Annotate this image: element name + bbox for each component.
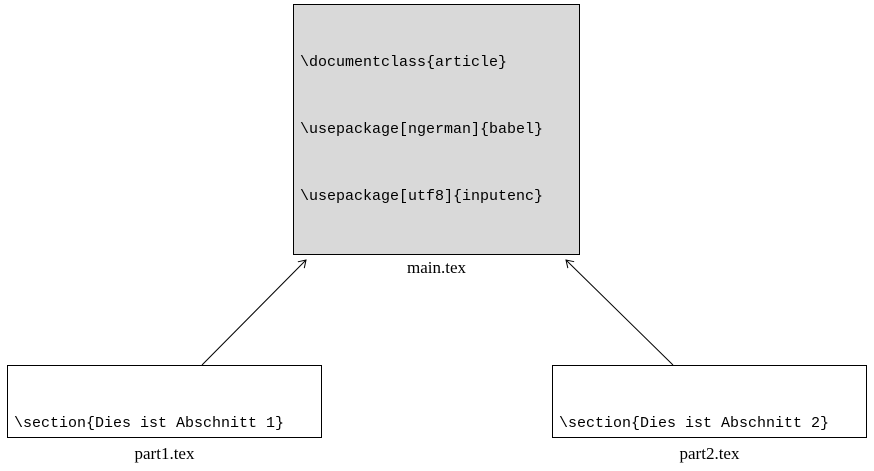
part1-tex-box: \section{Dies ist Abschnitt 1} Hier ein …	[7, 365, 322, 438]
arrow-part2-to-main	[565, 259, 674, 366]
code-line: \section{Dies ist Abschnitt 2}	[559, 415, 830, 432]
part2-tex-label: part2.tex	[679, 444, 740, 463]
main-tex-box: \documentclass{article} \usepackage[nger…	[293, 4, 580, 255]
main-tex-label: main.tex	[406, 258, 466, 277]
code-line: \documentclass{article}	[300, 53, 508, 71]
code-line: \section{Dies ist Abschnitt 1}	[14, 415, 285, 432]
arrow-part1-to-main	[201, 259, 307, 366]
code-line: \usepackage[utf8]{inputenc}	[300, 188, 544, 206]
part1-tex-label: part1.tex	[134, 444, 195, 463]
part2-tex-box: \section{Dies ist Abschnitt 2} Hier ein …	[552, 365, 867, 438]
code-line: \usepackage[ngerman]{babel}	[300, 121, 544, 139]
code-line: \usepackage[T1]{fontenc}	[300, 253, 573, 254]
